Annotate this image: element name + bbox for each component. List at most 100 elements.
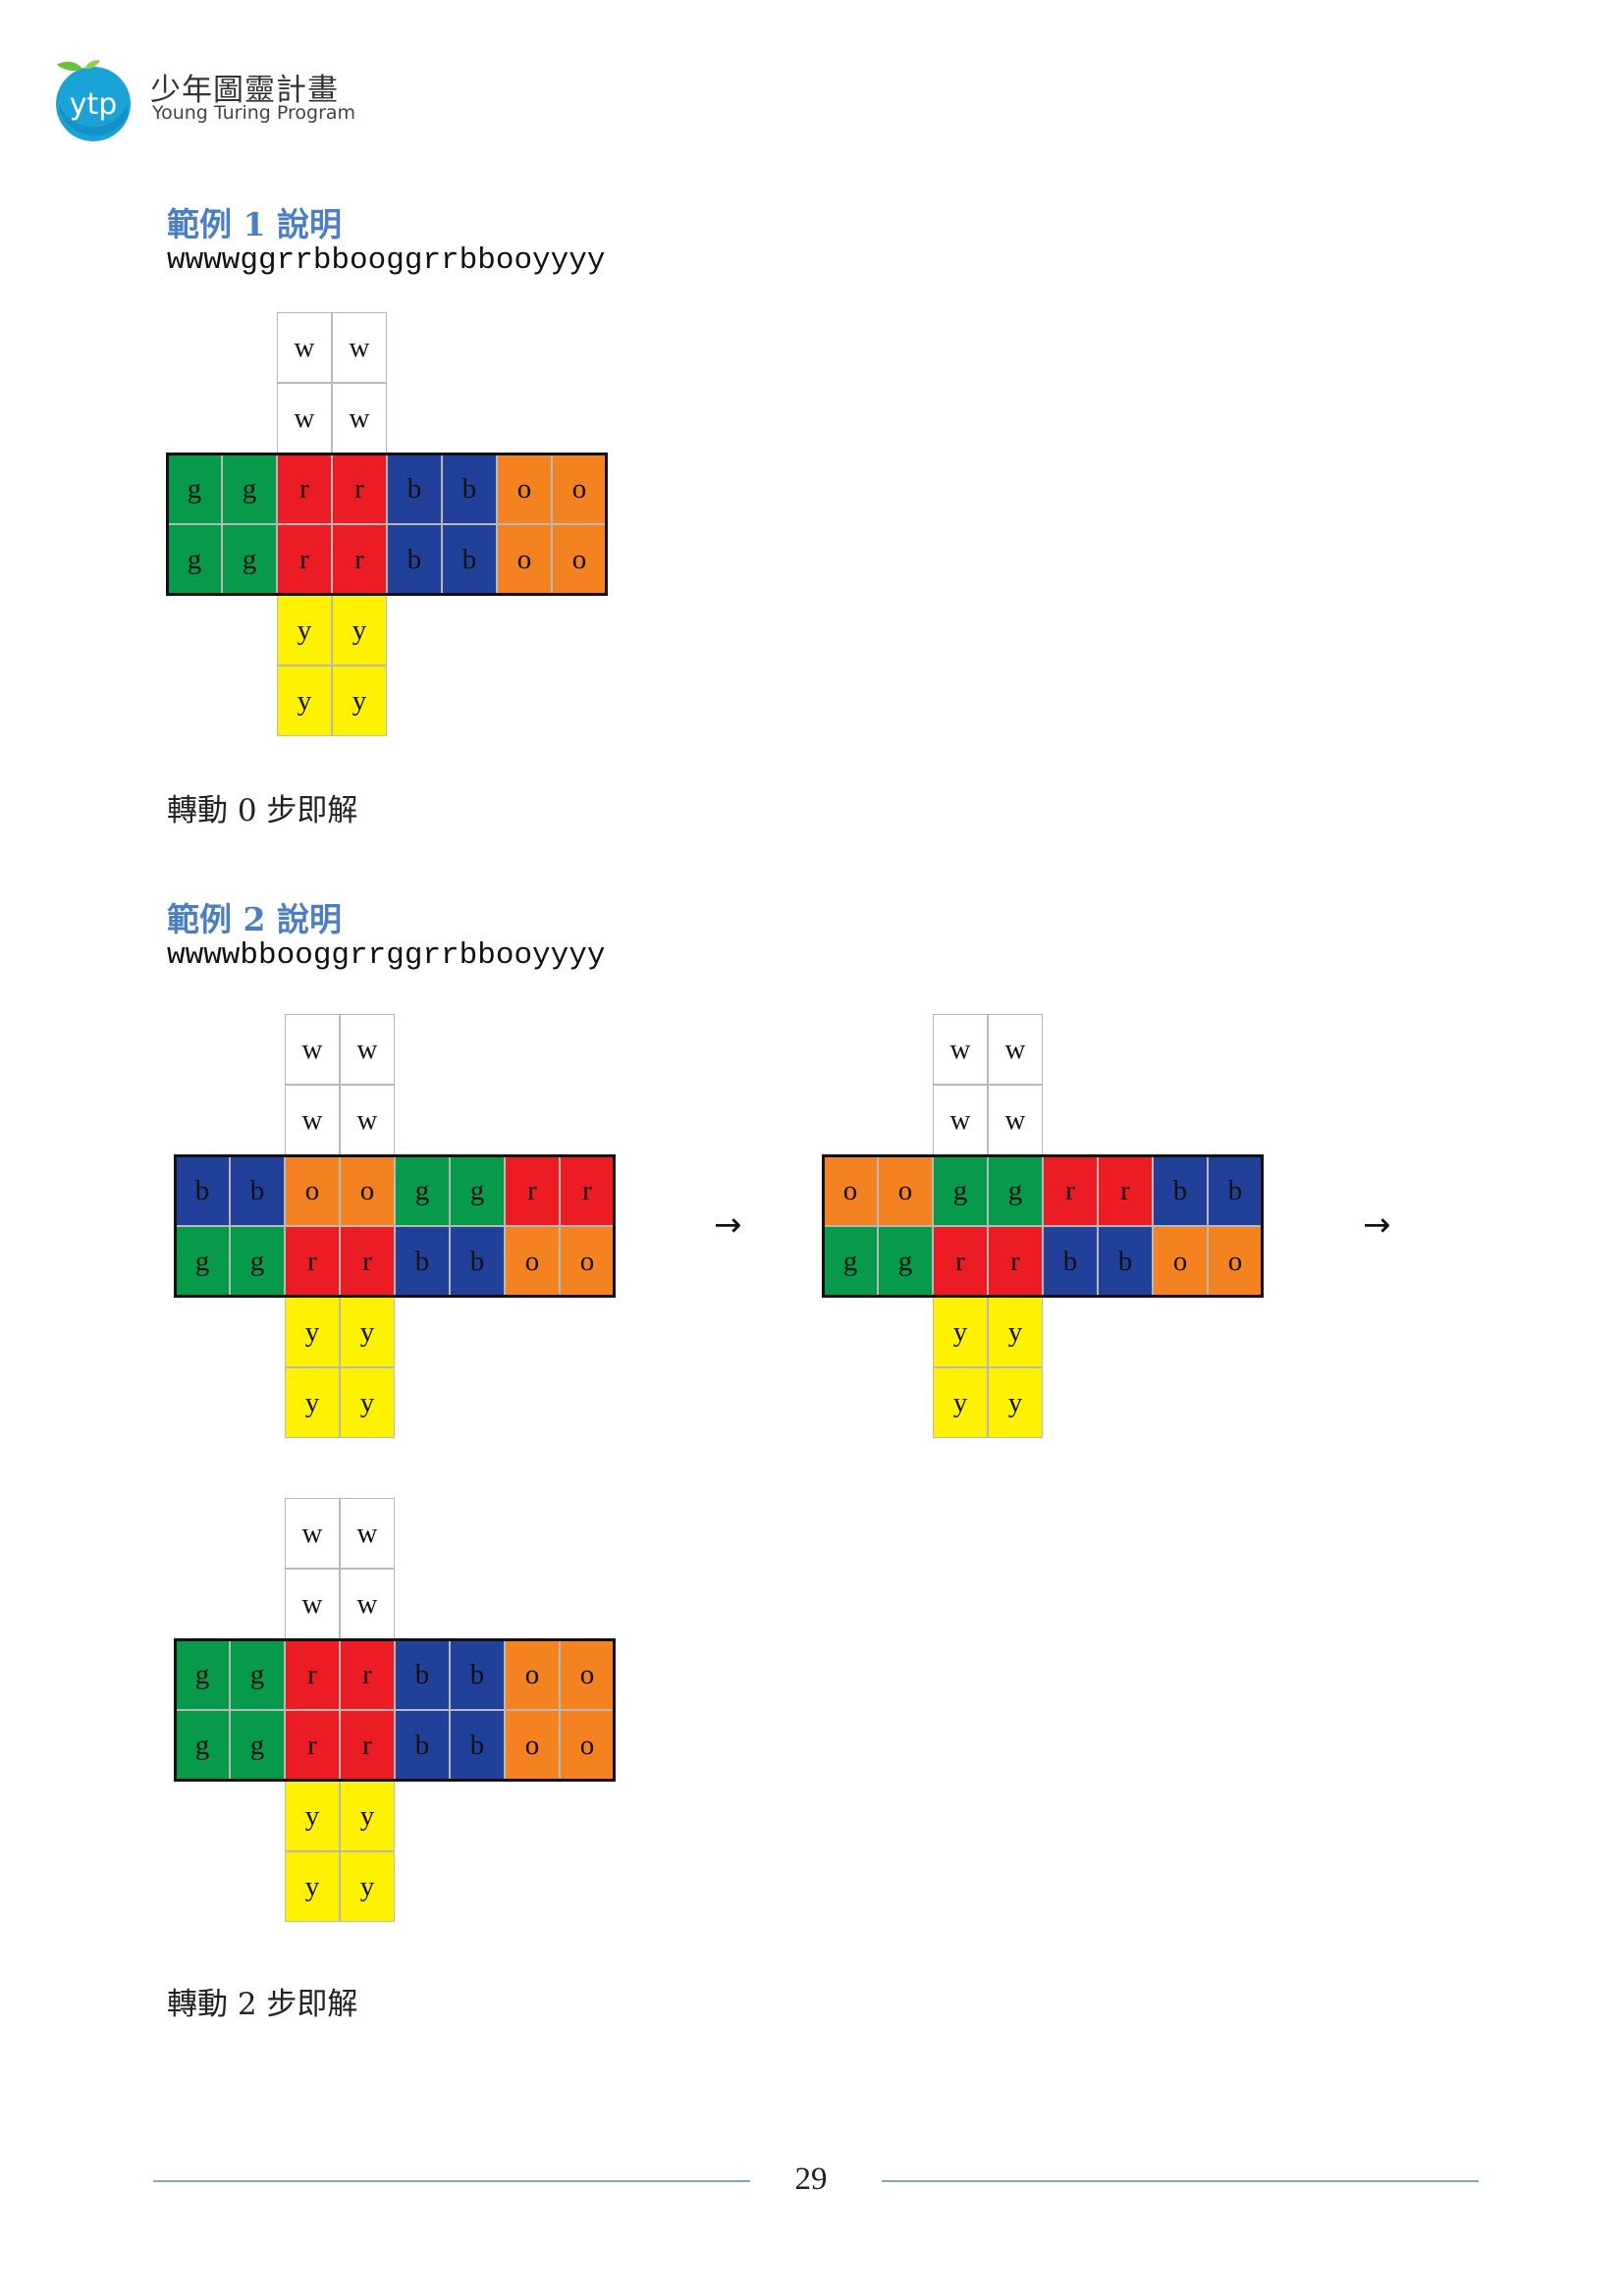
cube-sticker-r: r (332, 524, 387, 595)
cube-sticker-g: g (988, 1155, 1043, 1226)
cube-sticker-w: w (332, 312, 387, 383)
cube-sticker-y: y (277, 595, 332, 666)
cube-sticker-o: o (560, 1226, 615, 1297)
cube-sticker-y: y (285, 1781, 340, 1851)
cube-sticker-w: w (285, 1498, 340, 1569)
cube-sticker-g: g (175, 1226, 230, 1297)
example-1-heading: 範例 1 說明 (167, 205, 342, 243)
cube-sticker-b: b (230, 1155, 285, 1226)
cube-sticker-y: y (340, 1367, 395, 1438)
cube-sticker-r: r (340, 1639, 395, 1710)
cube-sticker-b: b (1208, 1155, 1263, 1226)
cube-sticker-r: r (285, 1226, 340, 1297)
cube-sticker-w: w (277, 312, 332, 383)
cube-sticker-o: o (505, 1710, 560, 1781)
cube-sticker-r: r (988, 1226, 1043, 1297)
cube-sticker-g: g (167, 524, 222, 595)
cube-sticker-w: w (933, 1085, 988, 1155)
cube-sticker-r: r (933, 1226, 988, 1297)
cube-sticker-b: b (442, 454, 497, 524)
cube-sticker-y: y (988, 1367, 1043, 1438)
cube-sticker-g: g (230, 1710, 285, 1781)
logo-title: 少年圖靈計畫 (150, 73, 339, 108)
cube-sticker-g: g (167, 454, 222, 524)
cube-sticker-w: w (340, 1014, 395, 1085)
cube-sticker-w: w (277, 383, 332, 454)
cube-sticker-y: y (988, 1297, 1043, 1367)
page-number: 29 (794, 2162, 828, 2197)
cube-sticker-r: r (332, 454, 387, 524)
footer-rule-left (153, 2180, 750, 2182)
cube-sticker-o: o (560, 1710, 615, 1781)
cube-sticker-w: w (988, 1014, 1043, 1085)
cube-sticker-b: b (442, 524, 497, 595)
cube-sticker-r: r (505, 1155, 560, 1226)
cube-sticker-w: w (285, 1085, 340, 1155)
cube-sticker-o: o (340, 1155, 395, 1226)
cube-sticker-b: b (1153, 1155, 1208, 1226)
cube-sticker-w: w (933, 1014, 988, 1085)
cube-sticker-b: b (387, 524, 442, 595)
cube-sticker-y: y (340, 1297, 395, 1367)
cube-sticker-o: o (505, 1226, 560, 1297)
cube-sticker-w: w (340, 1498, 395, 1569)
cube-sticker-o: o (823, 1155, 878, 1226)
cube-sticker-o: o (878, 1155, 933, 1226)
cube-sticker-r: r (1098, 1155, 1153, 1226)
cube-sticker-b: b (395, 1639, 450, 1710)
cube-sticker-b: b (395, 1710, 450, 1781)
example-1-input: wwwwggrrbbooggrrbbooyyyy (167, 243, 606, 278)
cube-sticker-b: b (387, 454, 442, 524)
cube-sticker-b: b (450, 1226, 505, 1297)
cube-sticker-y: y (285, 1297, 340, 1367)
cube-sticker-y: y (933, 1367, 988, 1438)
cube-sticker-o: o (552, 524, 607, 595)
cube-sticker-y: y (933, 1297, 988, 1367)
ytp-logo-icon: ytp (56, 60, 131, 141)
cube-sticker-b: b (450, 1710, 505, 1781)
example-1-result: 轉動 0 步即解 (167, 793, 358, 828)
cube-sticker-o: o (1208, 1226, 1263, 1297)
logo-subtitle: Young Turing Program (152, 102, 356, 124)
cube-sticker-b: b (395, 1226, 450, 1297)
svg-text:ytp: ytp (70, 87, 118, 122)
cube-sticker-o: o (1153, 1226, 1208, 1297)
cube-sticker-o: o (497, 524, 552, 595)
cube-sticker-o: o (552, 454, 607, 524)
cube-sticker-b: b (1043, 1226, 1098, 1297)
cube-sticker-o: o (285, 1155, 340, 1226)
cube-sticker-r: r (285, 1710, 340, 1781)
cube-sticker-w: w (285, 1569, 340, 1639)
cube-sticker-o: o (505, 1639, 560, 1710)
cube-sticker-o: o (497, 454, 552, 524)
cube-sticker-y: y (340, 1851, 395, 1922)
cube-sticker-g: g (450, 1155, 505, 1226)
cube-sticker-y: y (332, 666, 387, 736)
example-2-result: 轉動 2 步即解 (167, 1987, 358, 2022)
cube-sticker-g: g (395, 1155, 450, 1226)
cube-sticker-g: g (175, 1710, 230, 1781)
cube-sticker-y: y (332, 595, 387, 666)
cube-sticker-w: w (340, 1569, 395, 1639)
example-2-heading: 範例 2 說明 (167, 900, 342, 938)
cube-sticker-y: y (340, 1781, 395, 1851)
step-arrow-icon: → (1363, 1205, 1391, 1245)
cube-sticker-r: r (277, 524, 332, 595)
cube-sticker-r: r (560, 1155, 615, 1226)
footer-rule-right (882, 2180, 1479, 2182)
cube-sticker-r: r (340, 1226, 395, 1297)
cube-sticker-o: o (560, 1639, 615, 1710)
ytp-logo: ytp 少年圖靈計畫 Young Turing Program (49, 55, 355, 143)
cube-sticker-r: r (1043, 1155, 1098, 1226)
step-arrow-icon: → (714, 1205, 742, 1245)
cube-sticker-g: g (230, 1226, 285, 1297)
cube-sticker-w: w (285, 1014, 340, 1085)
cube-sticker-g: g (933, 1155, 988, 1226)
cube-sticker-g: g (175, 1639, 230, 1710)
cube-sticker-r: r (277, 454, 332, 524)
cube-sticker-y: y (285, 1851, 340, 1922)
cube-sticker-b: b (450, 1639, 505, 1710)
cube-sticker-g: g (823, 1226, 878, 1297)
cube-sticker-w: w (988, 1085, 1043, 1155)
cube-sticker-r: r (340, 1710, 395, 1781)
